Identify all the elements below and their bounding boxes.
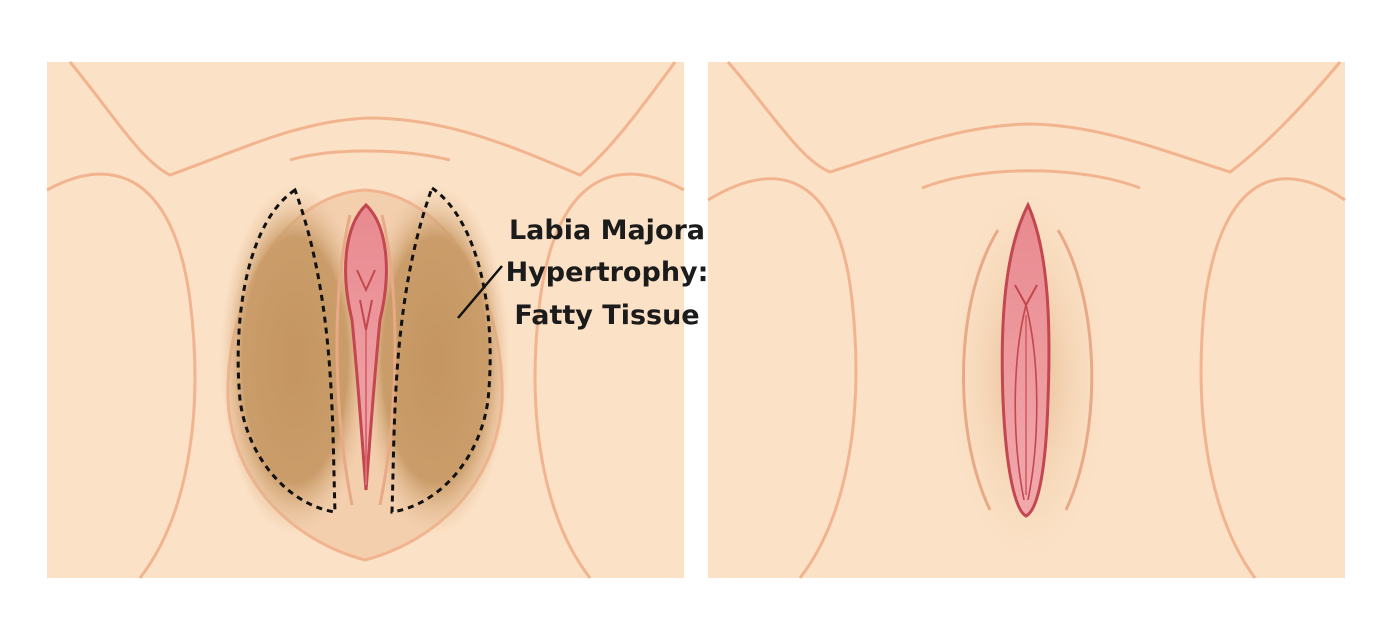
annotation-pointer-line <box>457 265 503 319</box>
inner-fold-left-after <box>1014 304 1027 501</box>
right-thigh-outline-after <box>1199 177 1346 579</box>
mons-crease-after <box>921 169 1141 190</box>
right-panel-after <box>707 61 1346 579</box>
right-inner-fold <box>378 214 397 506</box>
left-inner-fold <box>335 214 354 506</box>
annotation-line-2: Hypertrophy: <box>506 257 709 288</box>
left-labium-contour-after <box>962 229 1000 511</box>
left-labium-majus-fatty <box>220 185 370 535</box>
mons-crease <box>289 149 451 162</box>
left-thigh-outline <box>46 172 197 579</box>
inner-fold-right-after <box>1025 304 1038 501</box>
clitoral-hood-fold <box>356 269 376 293</box>
right-thigh-outline <box>533 172 685 579</box>
annotation-line-1: Labia Majora <box>509 215 705 246</box>
right-fatty-tissue-boundary <box>390 185 492 514</box>
left-thigh-outline-after <box>707 177 858 579</box>
left-fatty-tissue-boundary <box>236 187 337 514</box>
annotation-line-3: Fatty Tissue <box>514 300 699 331</box>
abdomen-contour <box>68 61 677 177</box>
right-labium-contour-after <box>1056 229 1094 511</box>
left-panel-before: Labia Majora Hypertrophy: Fatty Tissue <box>46 61 709 579</box>
abdomen-contour-after <box>726 61 1342 174</box>
annotation-label: Labia Majora Hypertrophy: Fatty Tissue <box>506 215 709 331</box>
